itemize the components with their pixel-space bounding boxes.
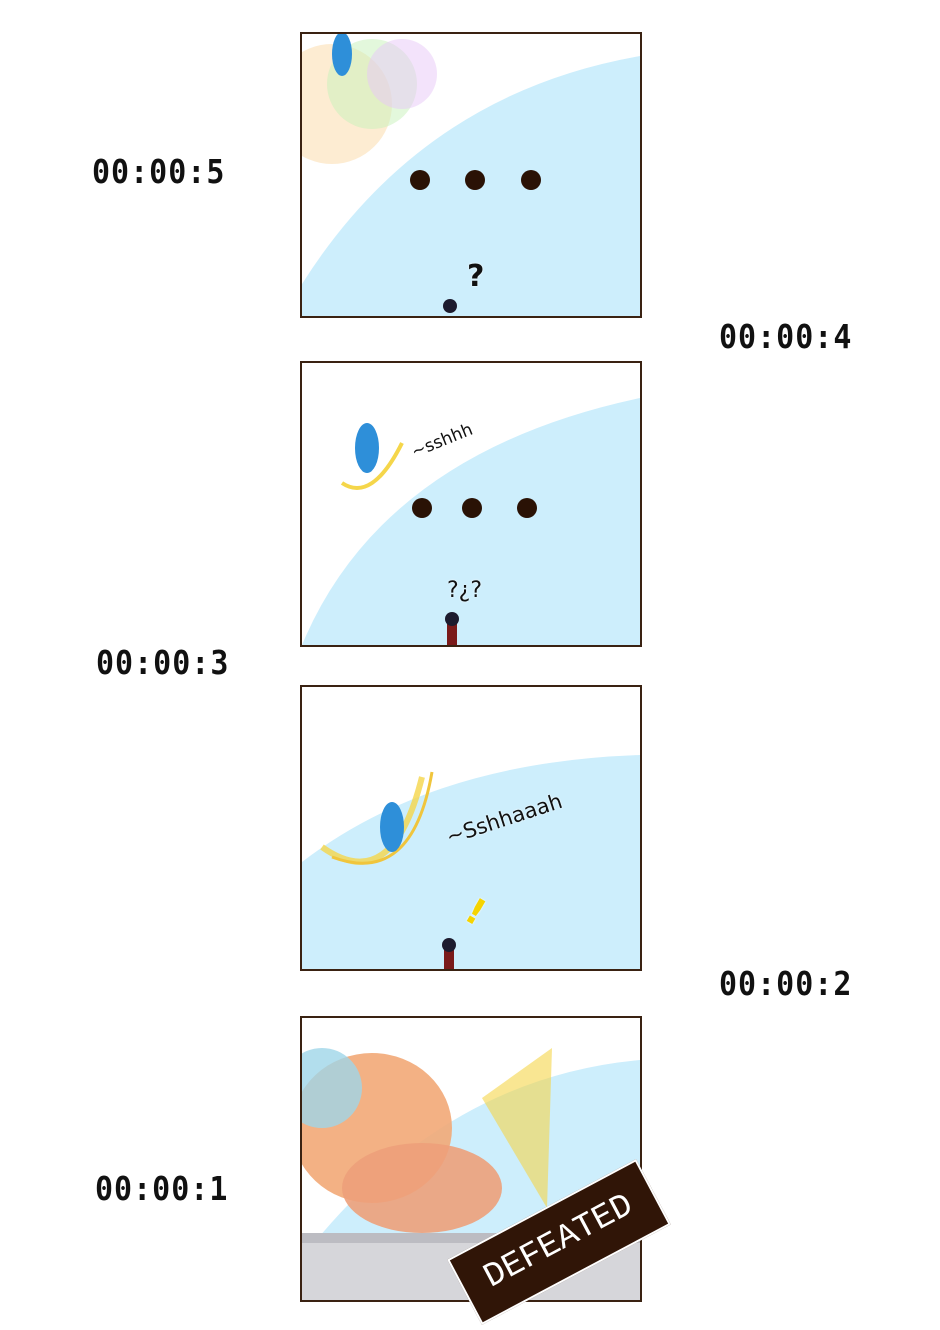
countdown-timer-3: 00:00:3 bbox=[96, 644, 230, 683]
comic-panel-3: ~Sshhaaah ! bbox=[300, 685, 642, 971]
countdown-timer-1: 00:00:1 bbox=[95, 1170, 229, 1209]
ellipsis-dots bbox=[410, 170, 541, 190]
small-character bbox=[444, 945, 454, 969]
question-mark: ? bbox=[467, 259, 485, 294]
countdown-timer-4: 00:00:4 bbox=[719, 318, 853, 357]
fairy-character bbox=[332, 34, 352, 76]
ellipsis-dots bbox=[412, 498, 537, 518]
small-character bbox=[443, 299, 457, 313]
panel-2-art bbox=[302, 398, 640, 645]
countdown-timer-5: 00:00:5 bbox=[92, 153, 226, 192]
countdown-timer-2: 00:00:2 bbox=[719, 965, 853, 1004]
panel-1-art bbox=[302, 34, 640, 316]
question-marks: ?¿? bbox=[447, 578, 483, 603]
fairy-character bbox=[380, 802, 404, 852]
comic-panel-1: ? bbox=[300, 32, 642, 318]
small-character bbox=[447, 618, 457, 645]
comic-panel-2: ~sshhh ?¿? bbox=[300, 361, 642, 647]
fairy-character bbox=[355, 423, 379, 473]
panel-3-art bbox=[302, 755, 640, 969]
